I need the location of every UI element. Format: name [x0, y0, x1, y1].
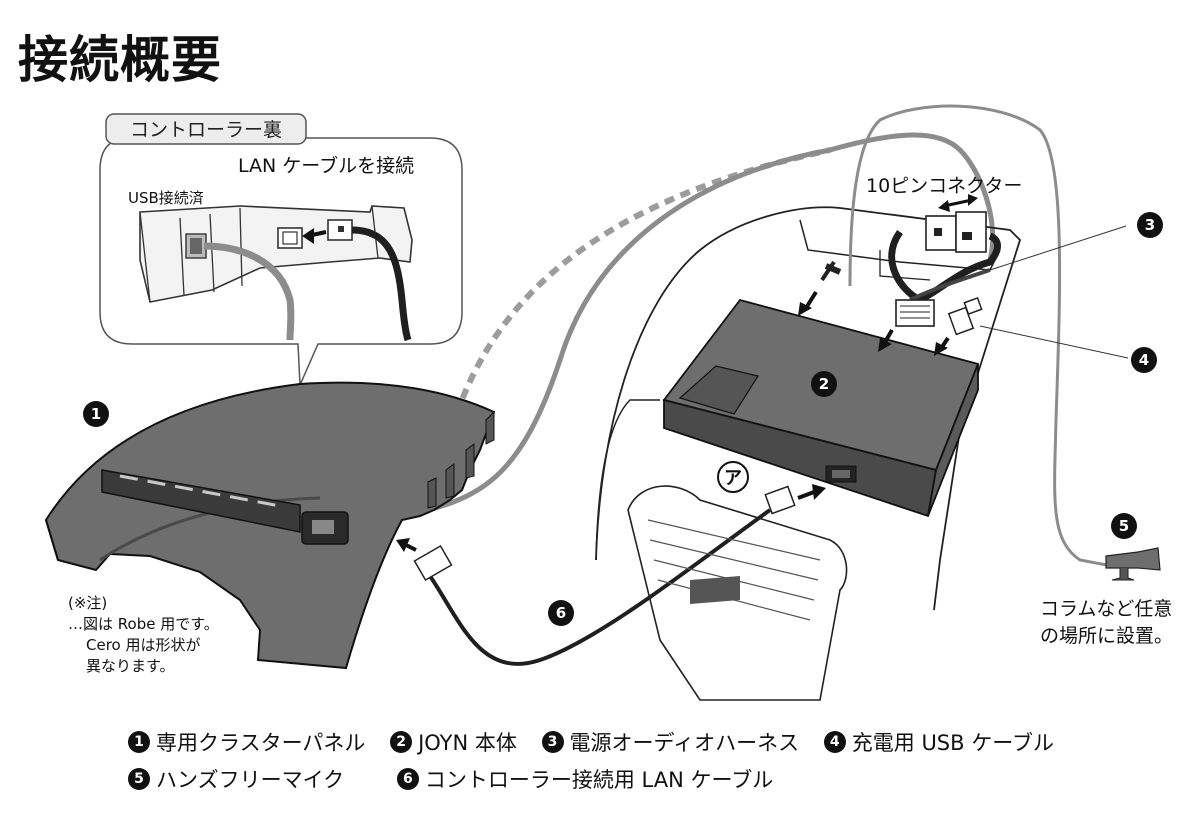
- placement-line: の場所に設置。: [1040, 625, 1174, 647]
- callout-header-text: コントローラー裏: [130, 119, 282, 141]
- legend-number: 6: [396, 768, 419, 790]
- badge-4: 4: [1131, 347, 1157, 373]
- svg-text:2: 2: [819, 375, 829, 393]
- legend-number: 1: [128, 731, 150, 753]
- legend-item-2: 2 JOYN 本体: [390, 727, 517, 757]
- legend-row-2: 5 ハンズフリーマイク 6 コントローラー接続用 LAN ケーブル: [128, 764, 791, 794]
- legend-label: 専用クラスターパネル: [156, 731, 366, 755]
- lan-cable-6: [428, 508, 772, 666]
- controller-strip: [101, 469, 301, 533]
- legend-number: 4: [823, 731, 846, 753]
- harness-plug: [895, 299, 935, 327]
- page-title: 接続概要: [18, 31, 222, 89]
- audio-jack: [798, 260, 842, 316]
- note-line: Cero 用は形状が: [86, 636, 201, 654]
- ten-pin-label: 10ピンコネクター: [866, 175, 1022, 197]
- vent-grille: [690, 576, 740, 604]
- legend-number: 2: [390, 731, 413, 753]
- cluster-panel: [44, 381, 496, 670]
- badge-1: 1: [83, 401, 109, 427]
- badge-5: 5: [1111, 513, 1137, 539]
- joyn-insert-arrow: [797, 490, 815, 500]
- legend-item-1: 1 専用クラスターパネル: [128, 727, 365, 757]
- note-line: (※注): [68, 594, 108, 612]
- legend-row-1: 1 専用クラスターパネル 2 JOYN 本体 3 電源オーディオハーネス 4 充…: [128, 727, 1072, 757]
- leader-3: [989, 225, 1127, 271]
- joyn-unit: [662, 298, 980, 518]
- legend-label: 電源オーディオハーネス: [569, 731, 800, 755]
- lan-insert-arrow: [311, 230, 327, 237]
- usb-cable-callout: [203, 242, 295, 341]
- robe-note: (※注) …図は Robe 用です。 Cero 用は形状が 異なります。: [68, 593, 219, 677]
- lan-cable-callout: [351, 226, 412, 342]
- hands-free-mic: [1105, 547, 1161, 581]
- connection-mark-text: ア: [724, 468, 742, 489]
- svg-text:5: 5: [1119, 517, 1129, 535]
- audio-harness: [878, 194, 1001, 352]
- legend-label: ハンズフリーマイク: [156, 768, 345, 792]
- leader-4: [979, 325, 1129, 359]
- badge-6: 6: [548, 600, 574, 626]
- legend-label: コントローラー接続用 LAN ケーブル: [424, 768, 774, 792]
- note-line: …図は Robe 用です。: [68, 615, 219, 633]
- connection-mark-circle: [717, 461, 749, 493]
- controller-back-callout: コントローラー裏 LAN ケーブルを接続 USB接続済: [99, 113, 463, 386]
- svg-text:3: 3: [1145, 216, 1155, 234]
- usb-cable-gray: [401, 132, 996, 519]
- legend-item-4: 4 充電用 USB ケーブル: [823, 727, 1054, 757]
- legend-number: 5: [128, 768, 150, 790]
- ten-pin-connector-right: [955, 211, 987, 253]
- svg-text:6: 6: [556, 604, 566, 622]
- svg-text:4: 4: [1139, 351, 1149, 369]
- controller-back-illustration: [139, 205, 413, 303]
- joyn-lid-panel: [678, 365, 759, 415]
- usb-connected-label: USB接続済: [128, 189, 204, 207]
- lan-connect-label: LAN ケーブルを接続: [238, 154, 414, 177]
- legend-label: JOYN 本体: [418, 731, 517, 755]
- svg-text:1: 1: [91, 405, 101, 423]
- legend-item-5: 5 ハンズフリーマイク: [128, 764, 344, 794]
- legend-item-3: 3 電源オーディオハーネス: [541, 727, 800, 757]
- usb-charge-plug: [934, 297, 983, 356]
- mic-cable: [848, 104, 1113, 568]
- callout-header-tag: [105, 113, 307, 145]
- dashboard-cavity: [595, 206, 1022, 701]
- placement-line: コラムなど任意: [1040, 598, 1173, 620]
- note-line: 異なります。: [86, 657, 175, 675]
- badge-3: 3: [1137, 212, 1163, 238]
- lan-plug-panel: [413, 544, 453, 582]
- legend-label: 充電用 USB ケーブル: [851, 731, 1054, 755]
- legend-item-6: 6 コントローラー接続用 LAN ケーブル: [396, 764, 774, 794]
- lan-plug-joyn: [764, 485, 796, 515]
- legend-number: 3: [541, 731, 564, 753]
- placement-note: コラムなど任意 の場所に設置。: [1040, 596, 1173, 650]
- badge-2: 2: [811, 371, 837, 397]
